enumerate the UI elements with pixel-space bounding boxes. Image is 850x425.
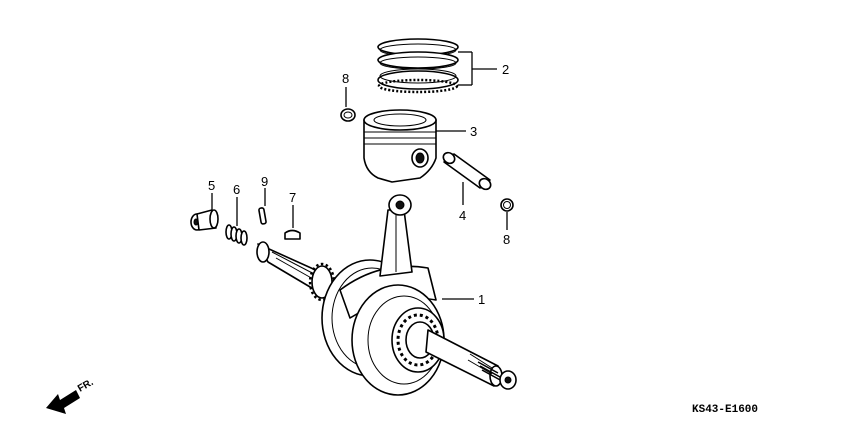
callout-3: 3 <box>470 124 477 139</box>
callout-1: 1 <box>478 292 485 307</box>
figure-code: KS43-E1600 <box>692 404 758 416</box>
front-direction-indicator: FR. <box>46 377 96 414</box>
piston-pin <box>442 151 492 191</box>
callout-5: 5 <box>208 178 215 193</box>
spring <box>225 224 248 246</box>
clip-left <box>340 108 356 122</box>
piston-rings <box>377 38 459 94</box>
main-bearing <box>391 307 445 373</box>
woodruff-key <box>284 229 301 240</box>
callout-9: 9 <box>261 174 268 189</box>
callout-6: 6 <box>233 182 240 197</box>
clip-right <box>500 198 514 212</box>
callout-4: 4 <box>459 208 466 223</box>
connecting-rod <box>379 194 413 277</box>
crankshaft-assembly <box>256 194 517 396</box>
callout-8-left: 8 <box>342 71 349 86</box>
part-5-plug <box>190 209 219 231</box>
callout-8-right: 8 <box>503 232 510 247</box>
callout-2: 2 <box>502 62 509 77</box>
callout-7: 7 <box>289 190 296 205</box>
front-arrow-icon <box>46 390 80 414</box>
leader-lines <box>211 51 508 300</box>
piston <box>363 109 437 183</box>
front-label: FR. <box>76 377 96 395</box>
pin-9 <box>258 207 267 225</box>
